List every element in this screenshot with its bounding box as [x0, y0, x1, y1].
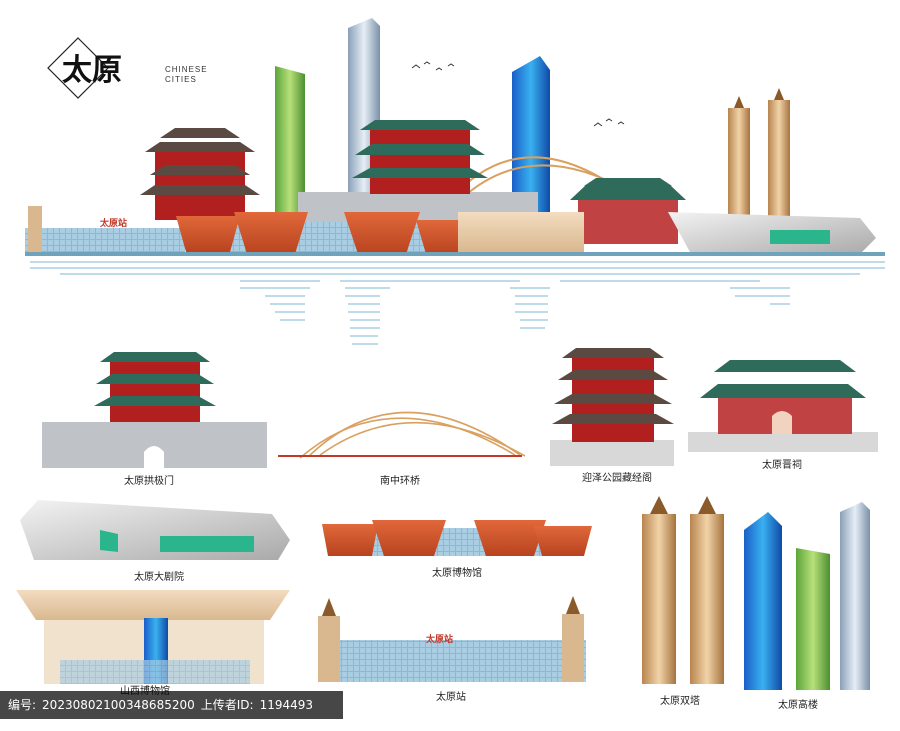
footer-uploader-label: 上传者ID:: [200, 698, 254, 712]
skyline-green-tower: [275, 66, 305, 212]
skyline-blue-tower: [512, 56, 550, 212]
title-sub-1: CHINESE: [165, 65, 208, 74]
footer-watermark-bar: 编号: 20230802100348685200 上传者ID: 1194493: [0, 691, 343, 719]
label-gongji-gate: 太原拱极门: [124, 474, 174, 487]
label-yingze-park: 迎泽公园藏经阁: [582, 471, 652, 484]
label-taiyuan-station: 太原站: [436, 690, 466, 703]
skyline: 太原站: [25, 18, 885, 256]
city-title: 太原 CHINESE CITIES: [47, 37, 208, 99]
footer-id-value: 20230802100348685200: [42, 698, 195, 712]
skyline-ground: [25, 252, 885, 256]
skyline-theatre-glass: [770, 230, 830, 244]
label-twin-pagodas: 太原双塔: [660, 694, 700, 707]
label-towers: 太原高楼: [778, 698, 818, 711]
skyline-pavilion-center: [352, 120, 488, 194]
landmark-grand-theatre: 太原大剧院: [20, 500, 290, 583]
skyline-pavilion-left: [140, 128, 260, 220]
landmark-nanzhong-bridge: 南中环桥: [278, 411, 526, 487]
title-main: 太原: [62, 53, 122, 88]
birds: [411, 61, 625, 127]
footer-id-label: 编号:: [8, 698, 37, 712]
skyline-museum-bowls: [176, 212, 475, 254]
skyline-shanxi-museum: [458, 212, 584, 252]
skyline-hall-right: [570, 178, 686, 244]
landmark-yingze-park: 迎泽公园藏经阁: [550, 348, 674, 484]
label-taiyuan-museum: 太原博物馆: [432, 566, 482, 579]
landmark-taiyuan-station: 太原站 太原站: [318, 596, 586, 703]
landmark-jinci: 太原晋祠: [688, 360, 878, 471]
landmark-gongji-gate: 太原拱极门: [42, 352, 267, 487]
label-grand-theatre: 太原大剧院: [134, 570, 184, 583]
footer-uploader-value: 1194493: [259, 698, 314, 712]
title-sub-2: CITIES: [165, 75, 197, 84]
label-jinci: 太原晋祠: [762, 458, 802, 471]
station-sign: 太原站: [425, 633, 453, 645]
label-nanzhong-bridge: 南中环桥: [380, 474, 420, 487]
landmark-twin-pagodas: 太原双塔: [642, 496, 724, 707]
skyline-station-sign: 太原站: [99, 217, 127, 229]
water-reflection: [30, 261, 885, 345]
skyline-station: 太原站: [25, 206, 185, 252]
skyline-twin-pagodas: [728, 88, 790, 218]
landmark-taiyuan-museum: 太原博物馆: [322, 520, 592, 579]
landmark-towers: 太原高楼: [744, 502, 870, 711]
title-diamond: [47, 37, 109, 99]
landmark-shanxi-museum: 山西博物馆: [16, 590, 290, 697]
